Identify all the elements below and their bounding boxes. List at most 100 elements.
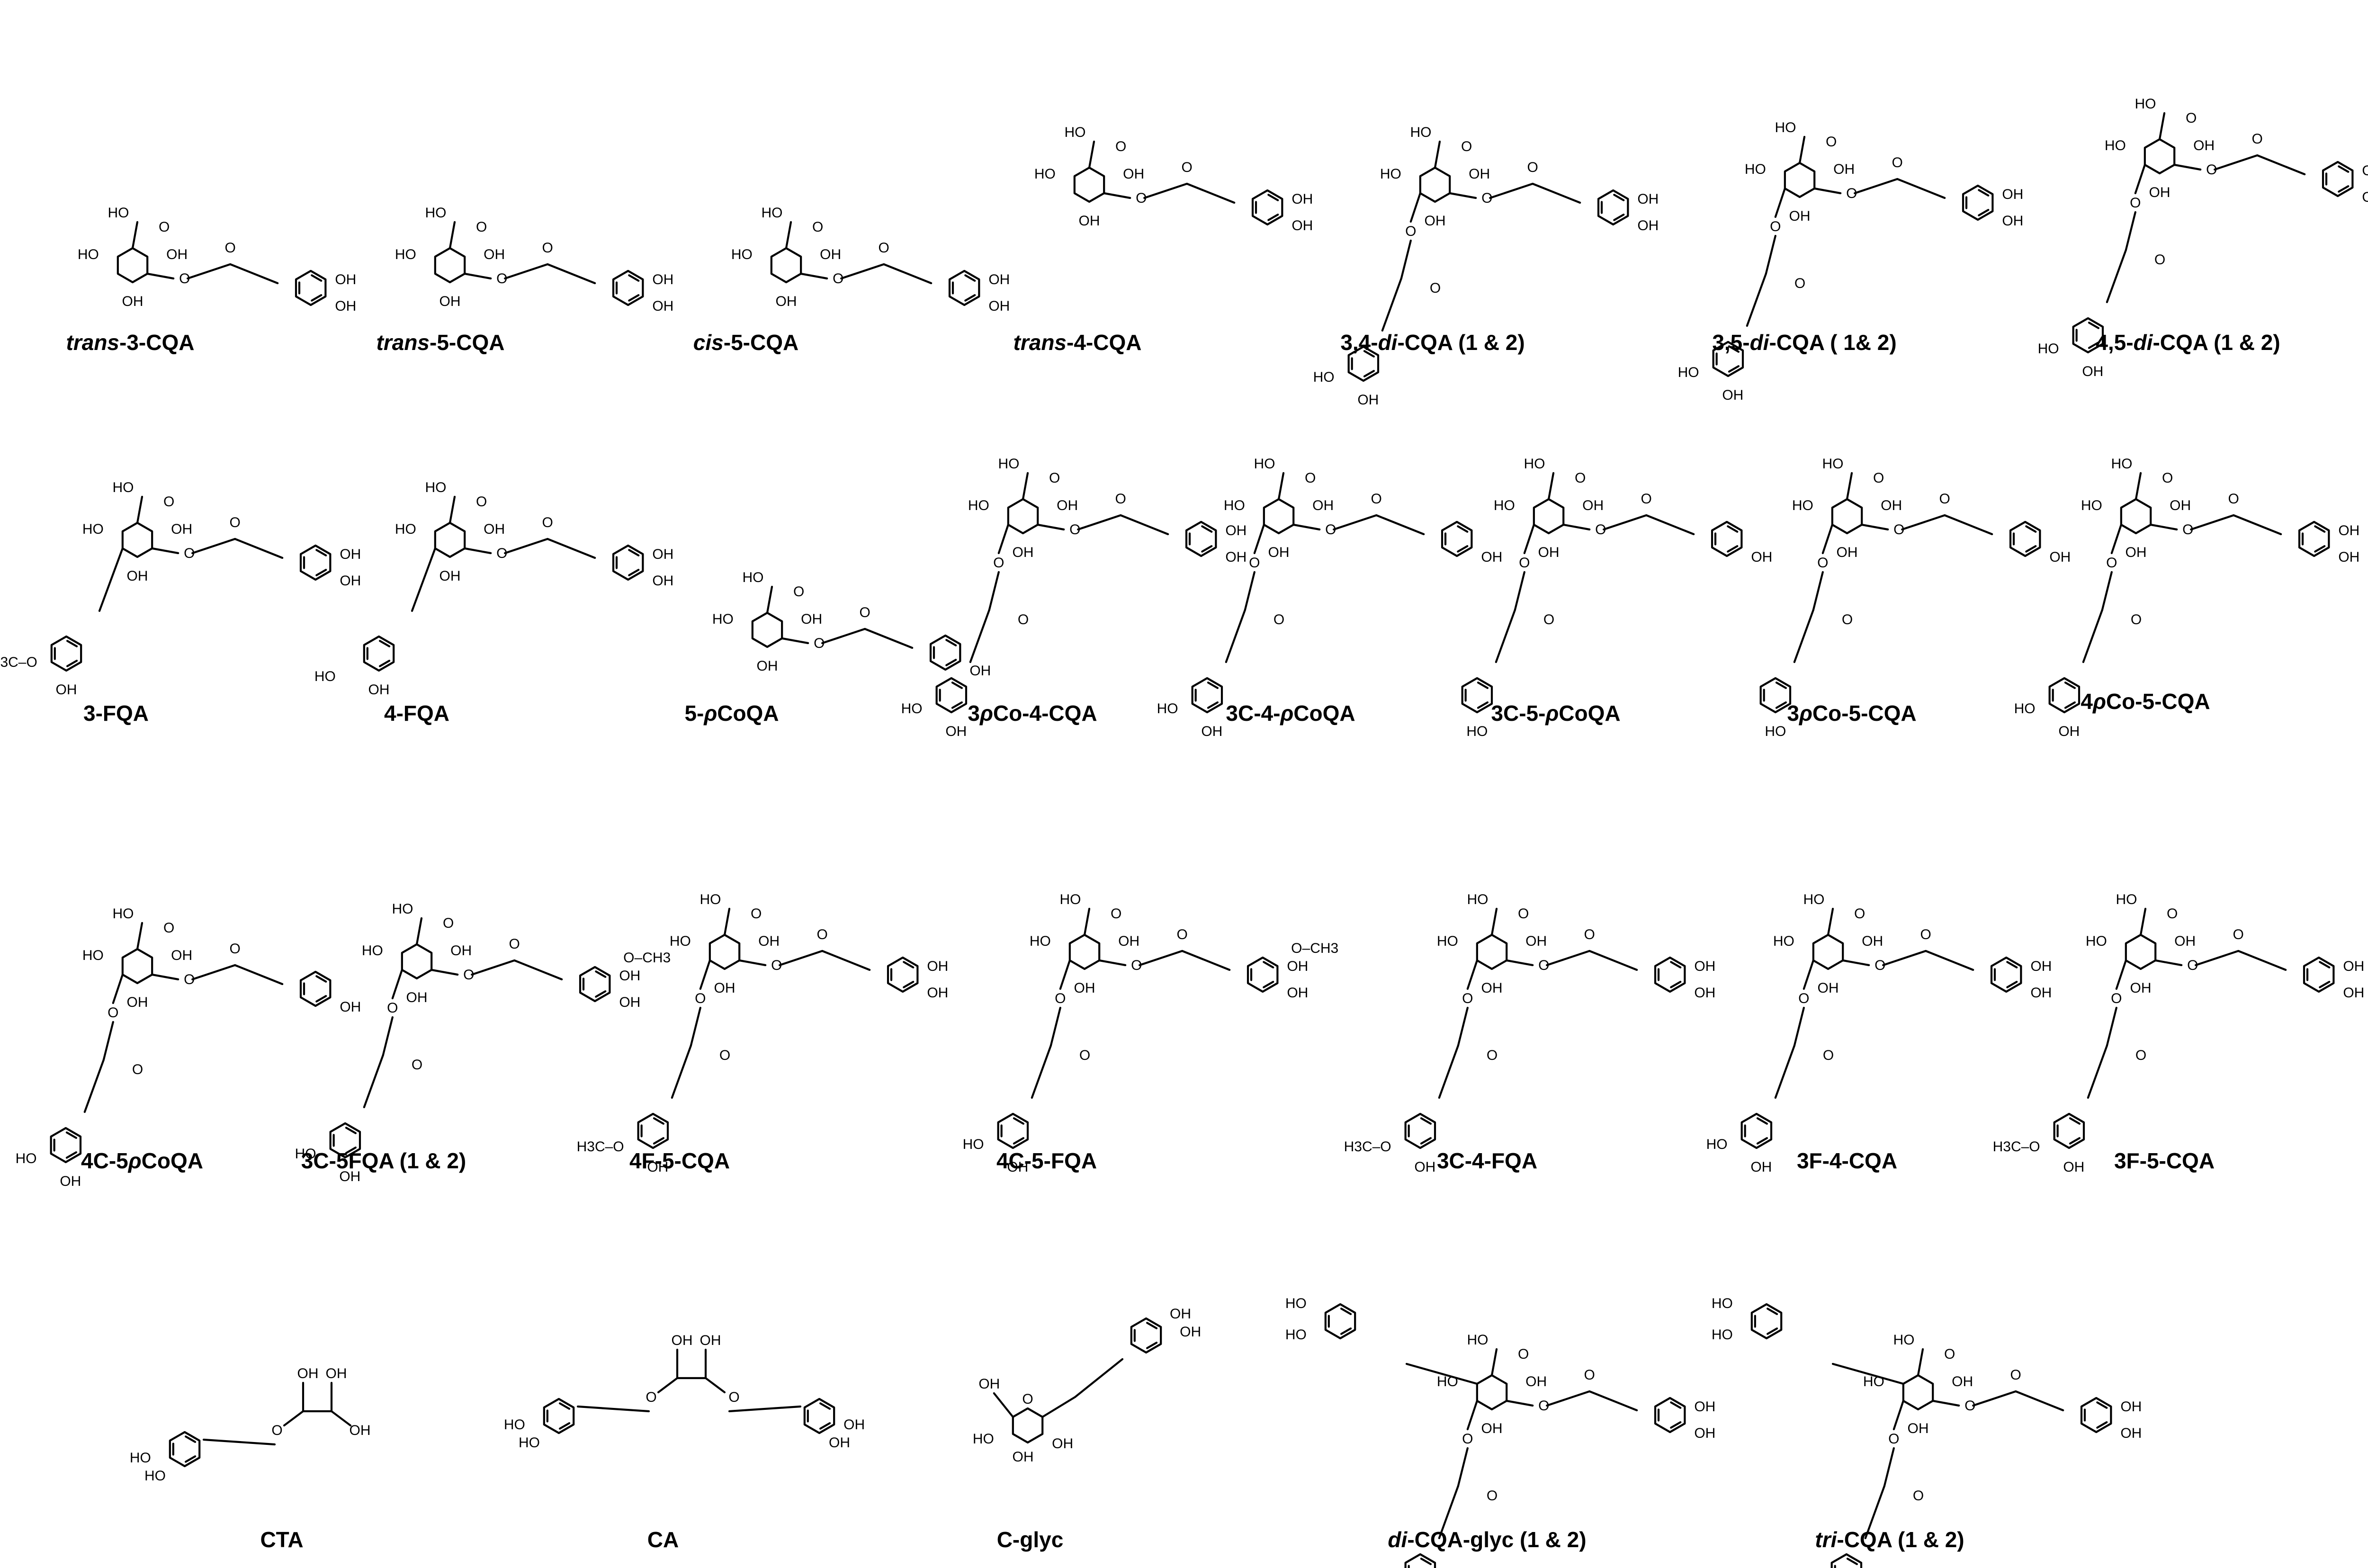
atom-label: HO xyxy=(504,1417,525,1433)
atom-label: OH xyxy=(776,294,797,309)
atom-label: HO xyxy=(425,205,447,221)
atom-label: O xyxy=(2233,927,2244,942)
atom-label: HO xyxy=(1706,1137,1728,1152)
atom-label: O xyxy=(1249,555,1260,571)
atom-label: HO xyxy=(1410,125,1432,140)
atom-label: O xyxy=(1939,491,1950,507)
caption-p3c5: 3ρCo-5-CQA xyxy=(1787,701,1917,726)
atom-label: OH xyxy=(1170,1306,1191,1322)
atom-label: OH xyxy=(927,959,948,974)
atom-label: O–CH3 xyxy=(623,950,671,966)
atom-label: OH xyxy=(1837,545,1858,560)
caption-f4: 4-FQA xyxy=(384,701,449,726)
atom-label: HO xyxy=(670,933,691,949)
atom-label: OH xyxy=(652,547,673,562)
atom-label: O xyxy=(1892,155,1903,170)
atom-label: OH xyxy=(2082,364,2103,379)
atom-label: O xyxy=(1136,190,1147,206)
atom-label: OH xyxy=(2120,1425,2142,1441)
atom-label: HO xyxy=(1254,456,1275,472)
atom-label: HO xyxy=(130,1450,151,1466)
atom-label: OH xyxy=(2002,187,2023,202)
atom-label: O xyxy=(1111,906,1121,922)
atom-label: OH xyxy=(1525,1374,1547,1389)
atom-label: OH xyxy=(2338,549,2359,565)
atom-label: HO xyxy=(392,901,413,917)
atom-label: OH xyxy=(2130,980,2152,996)
atom-label: HO xyxy=(2116,892,2137,907)
caption-c3f4: 3C-4-FQA xyxy=(1436,1148,1538,1173)
atom-label: O xyxy=(1875,958,1885,973)
atom-label: O xyxy=(1794,276,1805,291)
atom-label: OH xyxy=(440,568,461,584)
atom-label: OH xyxy=(1118,933,1139,949)
caption-c5cqa: cis-5-CQA xyxy=(693,330,799,355)
atom-label: O xyxy=(1538,1398,1549,1414)
atom-label: OH xyxy=(166,247,188,262)
atom-label: OH xyxy=(339,1169,360,1184)
atom-label: OH xyxy=(2343,959,2364,974)
atom-label: HO xyxy=(82,948,104,963)
atom-label: OH xyxy=(1694,985,1715,1001)
atom-label: O xyxy=(271,1423,282,1438)
atom-label: OH xyxy=(1582,498,1604,513)
atom-label: O xyxy=(812,219,823,235)
atom-label: OH xyxy=(945,724,967,739)
atom-label: OH xyxy=(2126,545,2147,560)
atom-label: O xyxy=(695,991,706,1006)
atom-label: OH xyxy=(1862,933,1883,949)
atom-label: O xyxy=(412,1057,422,1073)
atom-label: O xyxy=(814,636,825,651)
atom-label: O xyxy=(1817,555,1828,571)
atom-label: OH xyxy=(1292,191,1313,207)
atom-label: OH xyxy=(1013,545,1034,560)
atom-label: OH xyxy=(1722,387,1743,403)
atom-label: HO xyxy=(2081,498,2102,513)
atom-label: O xyxy=(1944,1346,1955,1362)
atom-label: OH xyxy=(1414,1159,1435,1175)
atom-label: OH xyxy=(2120,1399,2142,1415)
atom-label: O xyxy=(1069,522,1080,538)
atom-label: HO xyxy=(2086,933,2107,949)
atom-label: O xyxy=(2135,1048,2146,1063)
atom-label: O xyxy=(108,1005,118,1021)
atom-label: H3C–O xyxy=(0,654,37,670)
atom-label: HO xyxy=(1803,892,1825,907)
atom-label: O xyxy=(509,936,520,952)
atom-label: OH xyxy=(122,294,144,309)
atom-label: O xyxy=(1177,927,1188,942)
atom-label: O–CH3 xyxy=(1291,941,1338,956)
atom-label: O xyxy=(184,546,195,561)
atom-label: OH xyxy=(1469,166,1490,182)
atom-label: OH xyxy=(171,948,192,963)
atom-label: O xyxy=(2106,555,2117,571)
atom-label: O xyxy=(1518,1346,1529,1362)
atom-label: O xyxy=(1022,1391,1033,1407)
atom-label: OH xyxy=(829,1435,850,1451)
atom-label: OH xyxy=(1225,523,1247,538)
atom-label: OH xyxy=(484,247,505,262)
atom-label: HO xyxy=(78,247,99,262)
atom-label: OH xyxy=(843,1417,865,1433)
atom-label: OH xyxy=(927,985,948,1001)
atom-label: OH xyxy=(368,682,390,698)
caption-d45: 4,5-di-CQA (1 & 2) xyxy=(2096,330,2280,355)
atom-label: OH xyxy=(801,611,822,627)
atom-label: O xyxy=(1584,927,1595,942)
atom-label: OH xyxy=(652,573,673,589)
caption-p4c5: 4ρCo-5-CQA xyxy=(2081,689,2210,714)
caption-t3cqa: trans-3-CQA xyxy=(66,330,195,355)
atom-label: O xyxy=(2187,958,2198,973)
atom-label: HO xyxy=(395,247,416,262)
atom-label: OH xyxy=(340,547,361,562)
atom-label: HO xyxy=(113,480,134,495)
